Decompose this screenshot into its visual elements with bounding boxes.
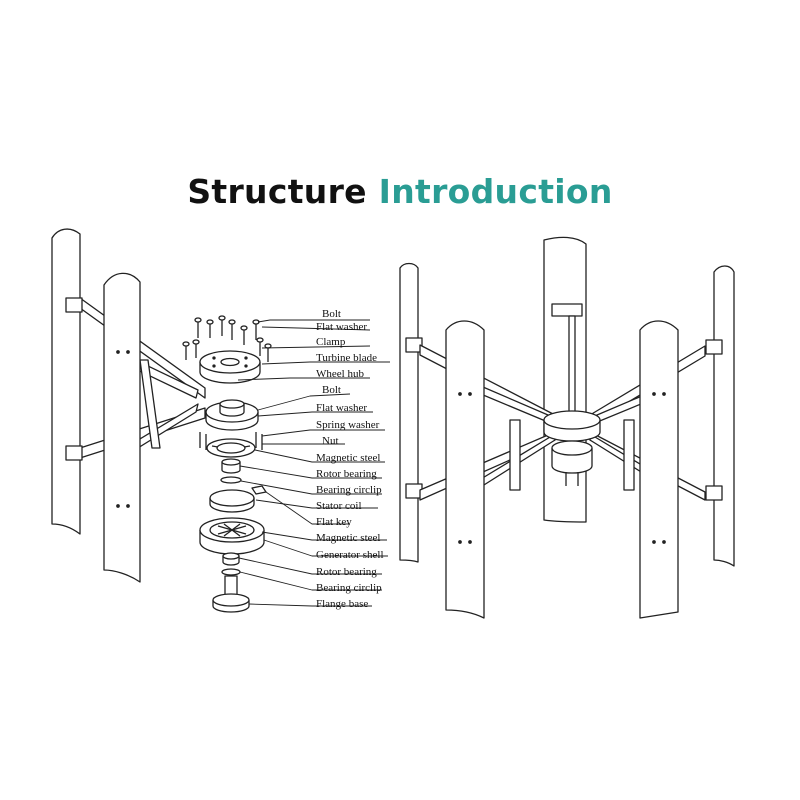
bearing-circlip-2 <box>221 568 241 576</box>
leader-lines <box>237 319 390 607</box>
left-turbine-arms <box>79 297 206 459</box>
rotor-bearing-1 <box>221 458 241 474</box>
label-rotor-bearing-2: Rotor bearing <box>316 566 377 578</box>
label-flat-washer-1: Flat washer <box>316 321 367 333</box>
title-word-introduction: Introduction <box>378 172 613 211</box>
right-blade-back-left <box>399 262 423 563</box>
stator-coil <box>209 485 267 513</box>
label-spring-washer: Spring washer <box>316 419 380 431</box>
page-title: Structure Introduction <box>0 172 800 211</box>
right-turbine-hub <box>543 410 601 486</box>
bolts-top <box>182 315 272 362</box>
title-word-structure: Structure <box>187 172 367 211</box>
label-nut: Nut <box>322 435 339 447</box>
label-wheel-hub: Wheel hub <box>316 368 364 380</box>
right-blade-front-left <box>445 320 485 619</box>
rotor-bearing-2 <box>222 552 240 566</box>
label-bolt-1: Bolt <box>322 308 341 320</box>
left-turbine <box>51 228 206 583</box>
label-bearing-circlip-2: Bearing circlip <box>316 582 382 594</box>
label-rotor-bearing-1: Rotor bearing <box>316 468 377 480</box>
right-blade-front-right <box>639 320 679 619</box>
label-clamp: Clamp <box>316 336 346 348</box>
left-blade-back <box>51 228 83 535</box>
right-blade-back-right <box>705 265 735 567</box>
label-flange-base: Flange base <box>316 598 368 610</box>
label-magnetic-steel-2: Magnetic steel <box>316 532 380 544</box>
bearing-circlip-1 <box>220 476 242 484</box>
wheel-hub <box>205 399 259 431</box>
label-flat-key: Flat key <box>316 516 352 528</box>
label-bolt-2: Bolt <box>322 384 341 396</box>
left-blade-front <box>103 272 141 583</box>
label-magnetic-steel-1: Magnetic steel <box>316 452 380 464</box>
generator-shell <box>199 517 265 555</box>
right-blade-back-center <box>543 236 587 523</box>
exploded-parts <box>182 315 272 613</box>
small-fasteners <box>199 432 263 450</box>
clamp-plate <box>199 350 261 384</box>
label-stator-coil: Stator coil <box>316 500 362 512</box>
right-turbine <box>399 236 735 619</box>
label-flat-washer-2: Flat washer <box>316 402 367 414</box>
label-bearing-circlip-1: Bearing circlip <box>316 484 382 496</box>
label-turbine-blade: Turbine blade <box>316 352 377 364</box>
magnetic-steel-ring <box>206 438 256 458</box>
flange-base <box>212 575 250 613</box>
part-labels: Bolt Flat washer Clamp Turbine blade Whe… <box>316 308 384 610</box>
label-generator-shell: Generator shell <box>316 549 384 561</box>
